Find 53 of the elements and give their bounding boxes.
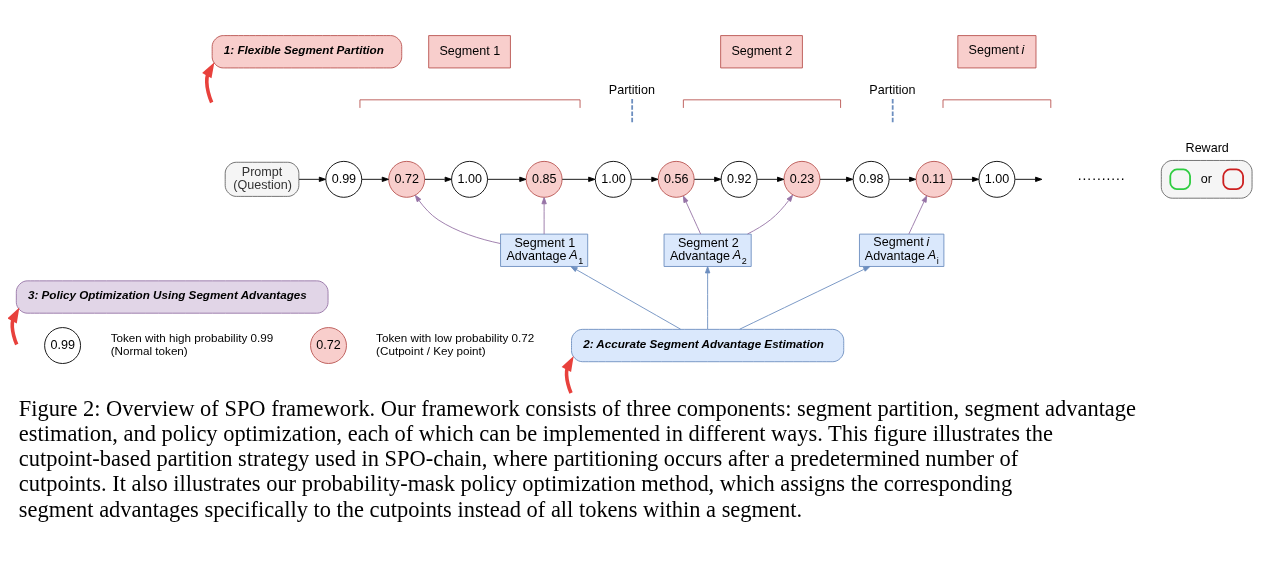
arrow [756,176,785,182]
arrow [487,176,527,182]
arrow [361,176,389,182]
arrow [561,355,574,394]
node-box: 2: Accurate Segment Advantage Estimation [571,328,845,362]
node-circle: 1.00 [978,160,1016,198]
node-circle: 0.72 [310,326,347,364]
node-box: Segment i [957,34,1037,68]
arrow [888,176,917,182]
node-circle: 0.85 [525,160,563,198]
node-label: Token with high probability 0.99 (Normal token) [110,330,274,357]
node-box: 3: Policy Optimization Using Segment Advantages [15,279,329,314]
label: Partition [869,82,916,97]
node-box: Segment 2 Advantage A$_{2}$ [663,233,752,267]
arrow [298,176,327,182]
node-box: Segment i Advantage A$_{i}$ [859,233,945,267]
node-circle: 0.98 [852,160,890,198]
node-label: Token with low probability 0.72 (Cutpoint / Key point) [376,330,535,357]
node-circle: 0.92 [720,160,758,198]
node-box: Segment 1 Advantage A$_{1}$ [500,233,589,267]
node-circle: 0.11 [915,160,953,198]
node-box: Segment 1 [428,34,511,68]
arrow [631,176,659,182]
arrow [819,176,854,182]
label: Partition [608,82,655,97]
node-circle: 0.99 [325,160,363,198]
node-circle: 1.00 [594,160,632,198]
arrow [1014,176,1043,182]
node-circle: 0.56 [657,160,695,198]
node-circle: 0.99 [44,326,81,364]
arrow [951,176,980,182]
arrow [747,194,794,234]
node-label: Reward [1185,140,1229,155]
arrow [693,176,722,182]
node-circle: 0.23 [783,160,821,198]
arrow [414,194,501,244]
caption: Figure 2: Overview of SPO framework. Our framework consists of three components: segment partition, segment advantage estimation, and policy optimization, each of which can be implemented in different ways. This figure illustrates the cutpoint-based partition strategy used in SPO-chain, where partitioning occurs after a predetermined number of cutpoints. It also illustrates our probability-mask policy optimization method, which assigns the corresponding segment advantages specifically to the cutpoints instead of all tokens within a segment. [18,395,1137,522]
node-circle: 1.00 [451,160,488,198]
node-box: 1: Flexible Segment Partition [211,34,403,68]
arrow [8,307,20,345]
arrow [704,265,711,330]
label: ·········· [1077,169,1126,186]
arrow [561,176,596,182]
arrow [570,265,682,330]
node-circle: 0.72 [388,160,426,198]
arrow [682,195,702,234]
arrow [202,61,215,103]
node-box: Segment 2 [720,34,803,68]
arrow [739,265,871,330]
arrow [908,194,928,234]
arrow [424,176,452,182]
node-box: Prompt (Question) [224,161,300,197]
arrow [541,196,547,234]
